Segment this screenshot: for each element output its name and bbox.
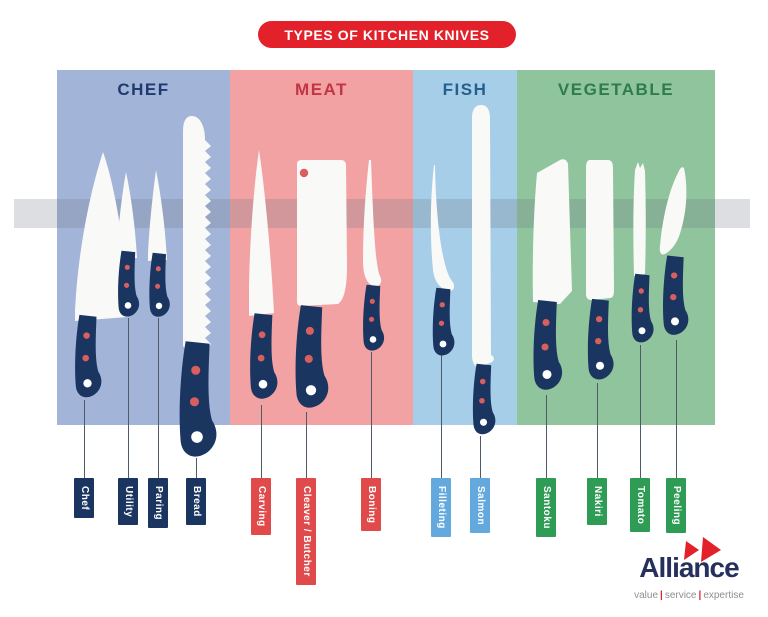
- knife-label-bread: Bread: [186, 478, 206, 525]
- boning-knife-illustration: [363, 160, 385, 351]
- knife-label-carving: Carving: [251, 478, 271, 535]
- knife-label-peeling: Peeling: [666, 478, 686, 534]
- knife-label-nakiri: Nakiri: [587, 478, 607, 525]
- knife-label-santoku: Santoku: [536, 478, 556, 537]
- logo-wordmark: Alliance: [639, 552, 739, 583]
- category-title-chef: CHEF: [117, 80, 170, 99]
- tagline-separator: |: [698, 590, 702, 601]
- chef-knife-illustration: [75, 152, 128, 398]
- knife-label-filleting: Filleting: [431, 478, 451, 537]
- connector-chef: [84, 400, 85, 478]
- connector-bread: [196, 458, 197, 478]
- category-title-fish: FISH: [442, 80, 488, 99]
- category-panel-fish: FISH: [413, 70, 517, 425]
- tagline-value: value: [634, 590, 658, 601]
- knife-label-chef: Chef: [74, 478, 94, 519]
- connector-tomato: [640, 345, 641, 478]
- title-banner: TYPES OF KITCHEN KNIVES: [258, 21, 516, 48]
- tagline-separator: |: [660, 590, 663, 601]
- horizontal-band: [14, 199, 750, 228]
- category-title-vegetable: VEGETABLE: [557, 80, 675, 99]
- category-title-meat: MEAT: [295, 80, 348, 99]
- knife-label-utility: Utility: [118, 478, 138, 526]
- logo-tagline: value|service|expertise: [624, 590, 754, 601]
- connector-carving: [261, 405, 262, 478]
- connector-santoku: [546, 395, 547, 478]
- filleting-knife-illustration: [430, 165, 455, 356]
- connector-utility: [128, 318, 129, 478]
- cleaver-butcher-knife-illustration: [295, 160, 347, 408]
- logo-arrows-icon: [684, 537, 721, 562]
- santoku-knife-illustration: [532, 159, 572, 390]
- connector-nakiri: [597, 383, 598, 478]
- paring-knife-illustration: [148, 170, 170, 317]
- tagline-service: service: [664, 590, 697, 601]
- knife-label-paring: Paring: [148, 478, 168, 529]
- nakiri-knife-illustration: [586, 160, 614, 380]
- utility-knife-illustration: [117, 172, 140, 317]
- peeling-knife-illustration: [659, 167, 689, 335]
- connector-boning: [371, 352, 372, 478]
- bread-knife-illustration: [179, 116, 217, 457]
- connector-peeling: [676, 340, 677, 478]
- brand-logo: Alliance value|service|expertise: [624, 534, 754, 610]
- tomato-knife-illustration: [631, 162, 654, 343]
- knife-label-cleaver-butcher: Cleaver / Butcher: [296, 478, 316, 585]
- tagline-expertise: expertise: [703, 590, 744, 601]
- connector-filleting: [441, 355, 442, 478]
- salmon-knife-illustration: [472, 105, 496, 435]
- knife-label-tomato: Tomato: [630, 478, 650, 533]
- connector-paring: [158, 318, 159, 478]
- knife-label-salmon: Salmon: [470, 478, 490, 534]
- knife-label-boning: Boning: [361, 478, 381, 532]
- carving-knife-illustration: [249, 150, 278, 399]
- connector-salmon: [480, 436, 481, 478]
- connector-cleaver: [306, 412, 307, 478]
